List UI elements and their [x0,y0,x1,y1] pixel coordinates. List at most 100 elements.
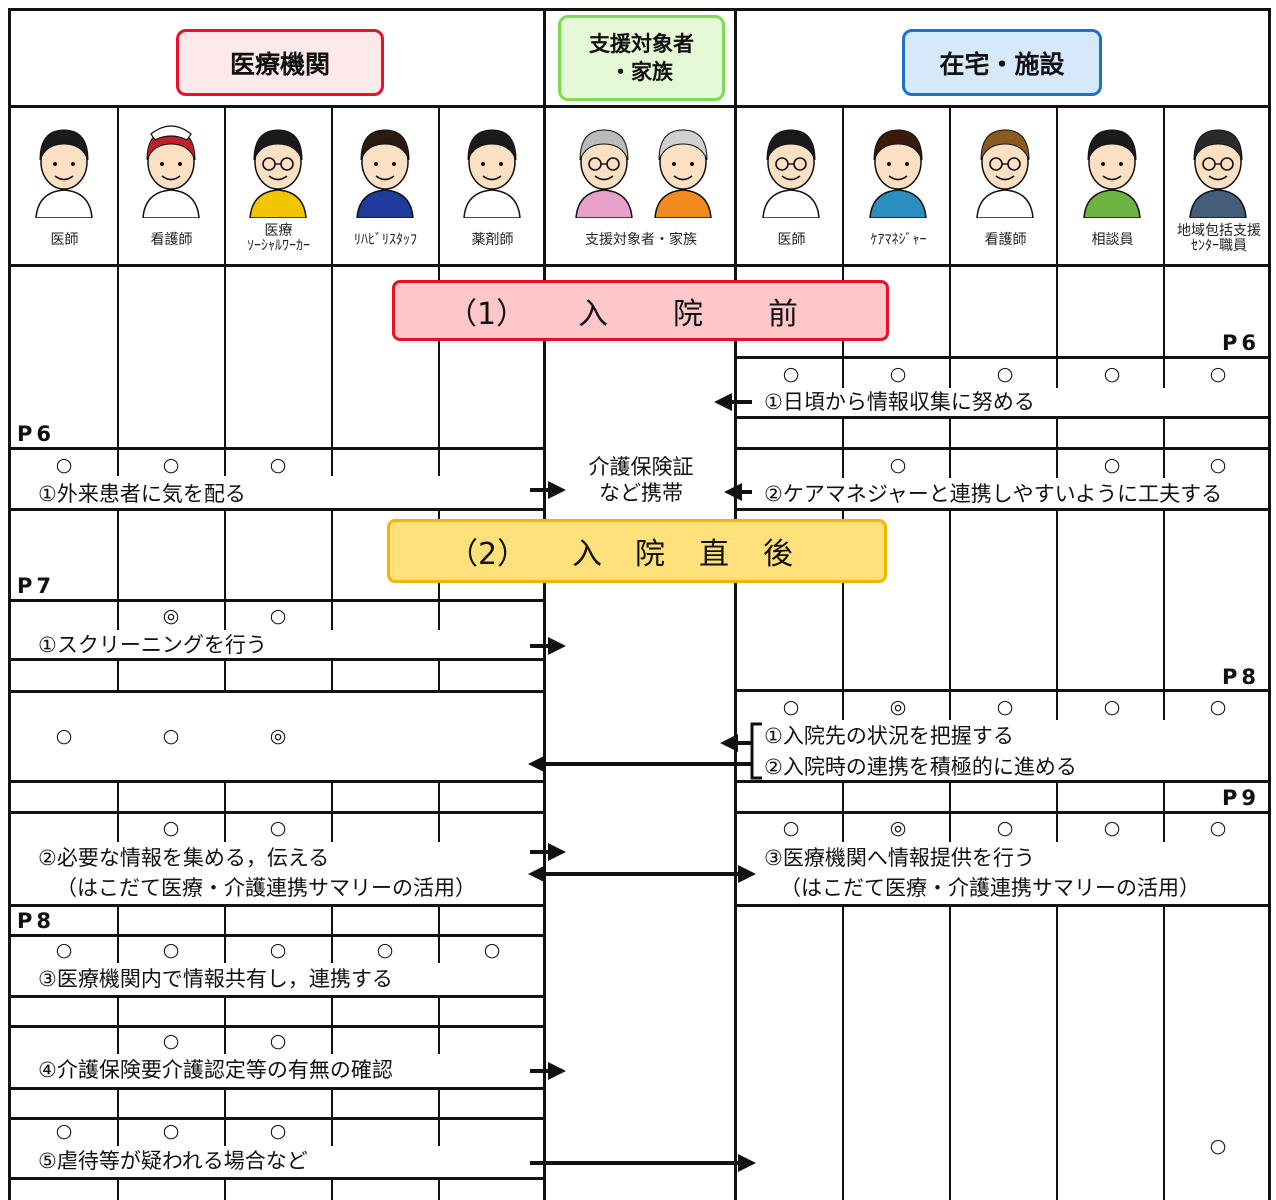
circle-mark: ○ [1103,817,1121,839]
circle-mark: ○ [55,939,73,961]
nurse-face-icon [142,125,200,218]
hospital-header-label: 医療機関 [229,49,330,79]
circle-mark: ○ [269,1120,287,1142]
section1-char3: 前 [768,296,798,332]
hospital-item-outpatient: ①外来患者に気を配る [38,482,246,506]
grid-vline [1163,418,1165,448]
circle-mark: ○ [1103,454,1121,476]
home-header-label: 在宅・施設 [939,49,1065,79]
grid-vline [331,1118,333,1146]
hospital-item-abuse: ⑤虐待等が疑われる場合など [38,1149,308,1173]
circle-mark: ○ [162,939,180,961]
grid-hline [8,105,1271,108]
rehab-staff-face-icon [356,129,414,218]
circle-mark: ○ [162,817,180,839]
circle-mark: ○ [996,817,1014,839]
grid-hline [736,416,1270,419]
circle-mark: ○ [269,605,287,627]
grid-vline [224,906,226,935]
grid-vline [438,1179,440,1200]
patient-header: 支援対象者 ・家族 [558,15,725,101]
grid-vline [949,690,951,720]
grid-vline [331,812,333,842]
grid-vline [1163,906,1165,1200]
grid-hline [10,1177,543,1180]
role-hospital-rehab: ﾘﾊﾋﾞﾘｽﾀｯﾌ [354,232,417,248]
grid-vline [1056,690,1058,720]
grid-vline [117,1089,119,1118]
grid-hline [736,356,1270,359]
grid-vline [331,266,333,448]
grid-hline [10,1087,543,1090]
grid-vline [949,106,951,266]
hospital-item-collect-sub: （はこだて医療・介護連携サマリーの活用） [56,876,476,900]
page-ref-hospital-p8: P8 [17,909,56,933]
grid-vline [438,812,440,842]
arrow-head-icon [714,393,732,411]
grid-vline [117,1179,119,1200]
grid-vline [438,600,440,630]
grid-vline [842,782,844,812]
grid-vline [842,418,844,448]
role-home-doctor: 医師 [777,232,806,248]
section-right-after-admission: （2） 入 院 直 後 [387,519,887,583]
circle-mark: ○ [1103,696,1121,718]
grid-hline [10,1025,543,1028]
grid-vline [1163,782,1165,812]
social-worker-face-icon [249,129,307,218]
grid-vline [117,266,119,448]
role-home-counselor: 相談員 [1091,232,1134,248]
circle-mark: ○ [162,454,180,476]
grid-vline [117,106,119,266]
grid-vline [438,782,440,812]
community-staff-face-icon [1189,129,1247,218]
grid-vline [117,782,119,812]
home-item-cm-link: ②ケアマネジャーと連携しやすいように工夫する [764,482,1223,506]
grid-hline [10,658,543,661]
circle-mark: ○ [1209,696,1227,718]
arrow-head-icon [548,481,566,499]
grid-vline [1056,106,1058,266]
grid-vline [224,448,226,476]
role-hospital-pharmacist: 薬剤師 [471,232,514,248]
hospital-header: 医療機関 [176,29,384,96]
circle-mark: ○ [269,939,287,961]
grid-vline [224,997,226,1026]
circle-mark: ○ [782,817,800,839]
grid-hline [10,934,543,937]
counselor-face-icon [1083,129,1141,218]
role-home-nurse: 看護師 [984,232,1027,248]
doctor-face-icon [35,129,93,218]
section2-char2: 院 [635,537,665,572]
circle-mark: ○ [1209,363,1227,385]
grid-vline [1163,510,1165,690]
double-circle-mark: ◎ [162,605,180,627]
home-header: 在宅・施設 [902,29,1102,96]
arrow-head-icon [548,843,566,861]
patient-insurance-card: 介護保険証 など携帯 [588,455,694,505]
circle-mark: ○ [162,725,180,747]
arrow-head-icon [738,865,756,883]
grid-vline [117,997,119,1026]
grid-vline [949,782,951,812]
grid-hline [8,8,1271,11]
section2-char3: 直 [699,537,729,572]
grid-vline [224,510,226,600]
grid-vline [117,935,119,963]
circle-mark: ○ [483,939,501,961]
grid-vline [1163,106,1165,266]
home-doctor-face-icon [762,129,820,218]
grid-vline [224,106,226,266]
grid-vline [224,782,226,812]
circle-mark: ○ [269,454,287,476]
grid-vline [224,266,226,448]
circle-mark: ○ [1209,1135,1227,1157]
grid-hline [10,811,543,814]
grid-vline [331,1026,333,1054]
grid-vline [1163,357,1165,388]
grid-vline [949,812,951,842]
section1-char2: 院 [673,296,703,332]
grid-hline [10,1117,543,1120]
grid-vline [438,266,440,448]
arrow-head-icon [548,637,566,655]
